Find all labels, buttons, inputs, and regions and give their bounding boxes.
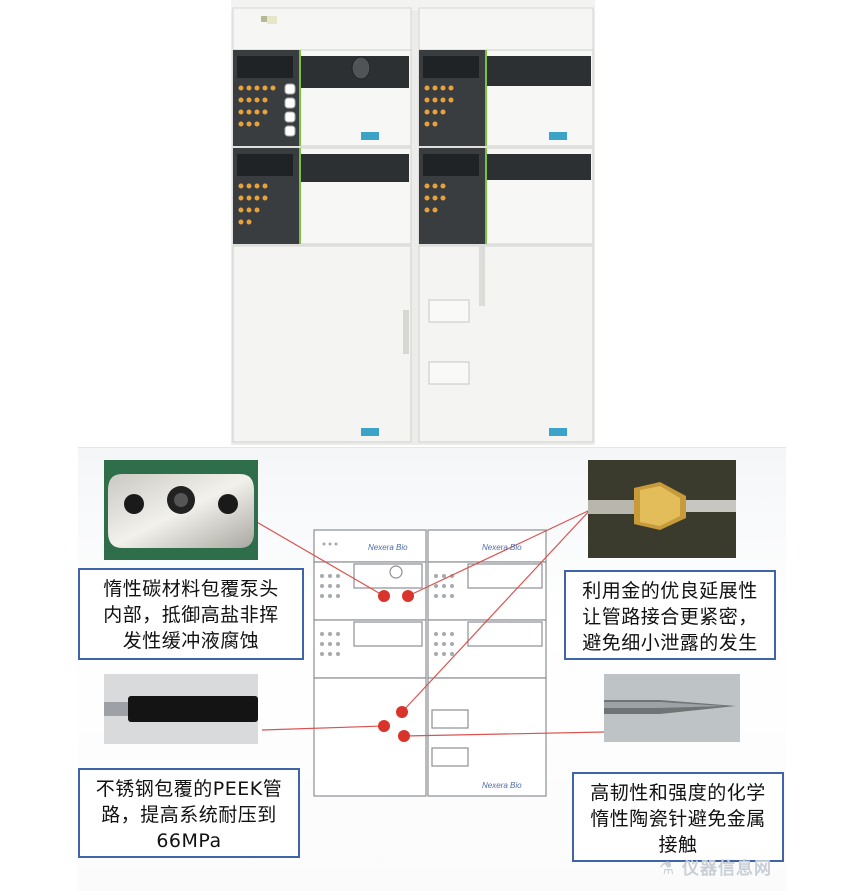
callout-pump-head-line-1: 惰性碳材料包覆泵头 [103, 578, 279, 600]
callout-peek-tubing-line-3: 66MPa [156, 830, 222, 852]
pump-head-photo [104, 460, 258, 560]
callout-gold-fitting-line-2: 让管路接合更紧密， [582, 606, 758, 628]
callout-ceramic-needle: 高韧性和强度的化学 惰性陶瓷针避免金属 接触 [572, 772, 784, 862]
hplc-instrument-illustration [231, 0, 595, 443]
callout-gold-fitting-line-1: 利用金的优良延展性 [582, 580, 758, 602]
brand-label-bottom: Nexera Bio [482, 781, 522, 790]
callout-pump-head-line-2: 内部，抵御高盐非挥 [103, 604, 279, 626]
callout-ceramic-needle-line-3: 接触 [658, 834, 698, 856]
watermark-text: 仪器信息网 [682, 859, 772, 879]
callout-peek-tubing: 不锈钢包覆的PEEK管 路，提高系统耐压到 66MPa [78, 768, 300, 858]
instrument-logo-icon: ⚗ [658, 859, 676, 879]
callout-gold-fitting-line-3: 避免细小泄露的发生 [582, 632, 758, 654]
callout-peek-tubing-line-2: 路，提高系统耐压到 [101, 804, 277, 826]
gold-fitting-photo [588, 460, 736, 558]
marker-dot-tubing-joint [396, 706, 408, 718]
marker-dot-gold-fitting [402, 590, 414, 602]
brand-label-right: Nexera Bio [482, 543, 522, 552]
hplc-instrument-photo [231, 0, 595, 445]
marker-dot-pump-head [378, 590, 390, 602]
callout-ceramic-needle-line-1: 高韧性和强度的化学 [590, 782, 766, 804]
callout-ceramic-needle-line-2: 惰性陶瓷针避免金属 [590, 808, 766, 830]
marker-dot-peek-tubing [378, 720, 390, 732]
instrument-line-drawing: Nexera Bio Nexera Bio Nexera Bio [235, 509, 605, 797]
callout-pump-head-line-3: 发性缓冲液腐蚀 [122, 630, 260, 652]
callout-peek-tubing-line-1: 不锈钢包覆的PEEK管 [95, 778, 283, 800]
feature-diagram-panel: Nexera Bio Nexera Bio Nexera Bio [78, 447, 786, 891]
ceramic-needle-photo [604, 674, 740, 742]
callout-pump-head: 惰性碳材料包覆泵头 内部，抵御高盐非挥 发性缓冲液腐蚀 [78, 568, 304, 660]
peek-tubing-photo [104, 674, 258, 744]
marker-dot-ceramic-needle [398, 730, 410, 742]
callout-gold-fitting: 利用金的优良延展性 让管路接合更紧密， 避免细小泄露的发生 [564, 570, 776, 660]
brand-label-left: Nexera Bio [368, 543, 408, 552]
watermark: ⚗ 仪器信息网 [659, 854, 772, 879]
